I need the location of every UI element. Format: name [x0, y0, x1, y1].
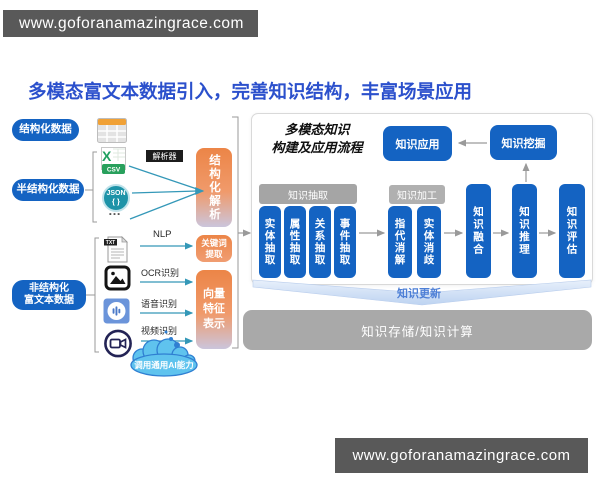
structured-data-label: 结构化数据 — [12, 119, 79, 141]
txt-tab: TXT — [106, 240, 115, 246]
knowledge-evaluation-node: 知识评估 — [559, 184, 585, 278]
csv-x-glyph: X — [102, 148, 112, 164]
entity-disambiguation-node: 实体消歧 — [417, 206, 441, 278]
watermark-top: www.goforanamazingrace.com — [3, 10, 258, 37]
json-icon: JSON { } — [102, 184, 130, 212]
knowledge-mining-node: 知识挖掘 — [490, 125, 557, 160]
keyword-extraction-bar: 关键词提取 — [196, 235, 232, 262]
panel-title-line2: 构建及应用流程 — [271, 140, 363, 156]
diagram-title: 多模态富文本数据引入，完善知识结构，丰富场景应用 — [28, 81, 473, 102]
relation-extraction-node: 关系抽取 — [309, 206, 331, 278]
json-label: JSON — [106, 190, 126, 197]
coreference-resolution-node: 指代消解 — [388, 206, 412, 278]
json-braces: { } — [112, 197, 120, 206]
ai-cloud-label: 调用通用AI能力 — [134, 360, 194, 370]
more-formats-ellipsis: … — [108, 203, 121, 218]
watermark-bottom: www.goforanamazingrace.com — [335, 438, 588, 473]
txt-document-icon: TXT — [103, 236, 130, 263]
knowledge-processing-header: 知识加工 — [389, 185, 445, 204]
csv-badge: CSV — [107, 167, 121, 174]
knowledge-storage-bar: 知识存储/知识计算 — [243, 310, 592, 350]
knowledge-fusion-node: 知识融合 — [466, 184, 491, 278]
table-icon — [97, 118, 127, 143]
parser-tag: 解析器 — [146, 150, 183, 162]
unstructured-line1: 非结构化 — [29, 282, 69, 294]
attribute-extraction-node: 属性抽取 — [284, 206, 306, 278]
knowledge-update-label: 知识更新 — [397, 288, 441, 300]
ocr-label: OCR识别 — [141, 268, 179, 278]
semi-structured-data-label: 半结构化数据 — [12, 179, 84, 201]
video-recognition-label: 视频识别 — [141, 326, 178, 336]
structural-parsing-bar: 结构化解析 — [196, 148, 232, 227]
unstructured-data-label: 非结构化 富文本数据 — [12, 280, 86, 310]
ai-cloud: 调用通用AI能力 — [130, 338, 198, 377]
speech-recognition-label: 语音识别 — [141, 299, 178, 309]
panel-title-line1: 多模态知识 — [284, 122, 350, 137]
knowledge-reasoning-node: 知识推理 — [512, 184, 537, 278]
video-icon — [103, 329, 133, 358]
semi-structured-arrows — [128, 165, 205, 220]
knowledge-extraction-header: 知识抽取 — [259, 184, 357, 204]
nlp-label: NLP — [153, 229, 172, 240]
vector-feature-bar: 向量特征表示 — [196, 270, 232, 349]
csv-file-icon: X CSV — [99, 147, 128, 176]
knowledge-application-node: 知识应用 — [383, 126, 452, 161]
audio-icon — [103, 298, 130, 324]
unstructured-line2: 富文本数据 — [24, 295, 74, 306]
pipeline-panel-title: 多模态知识 构建及应用流程 — [258, 121, 376, 157]
entity-extraction-node: 实体抽取 — [259, 206, 281, 278]
event-extraction-node: 事件抽取 — [334, 206, 356, 278]
image-icon — [104, 265, 131, 291]
